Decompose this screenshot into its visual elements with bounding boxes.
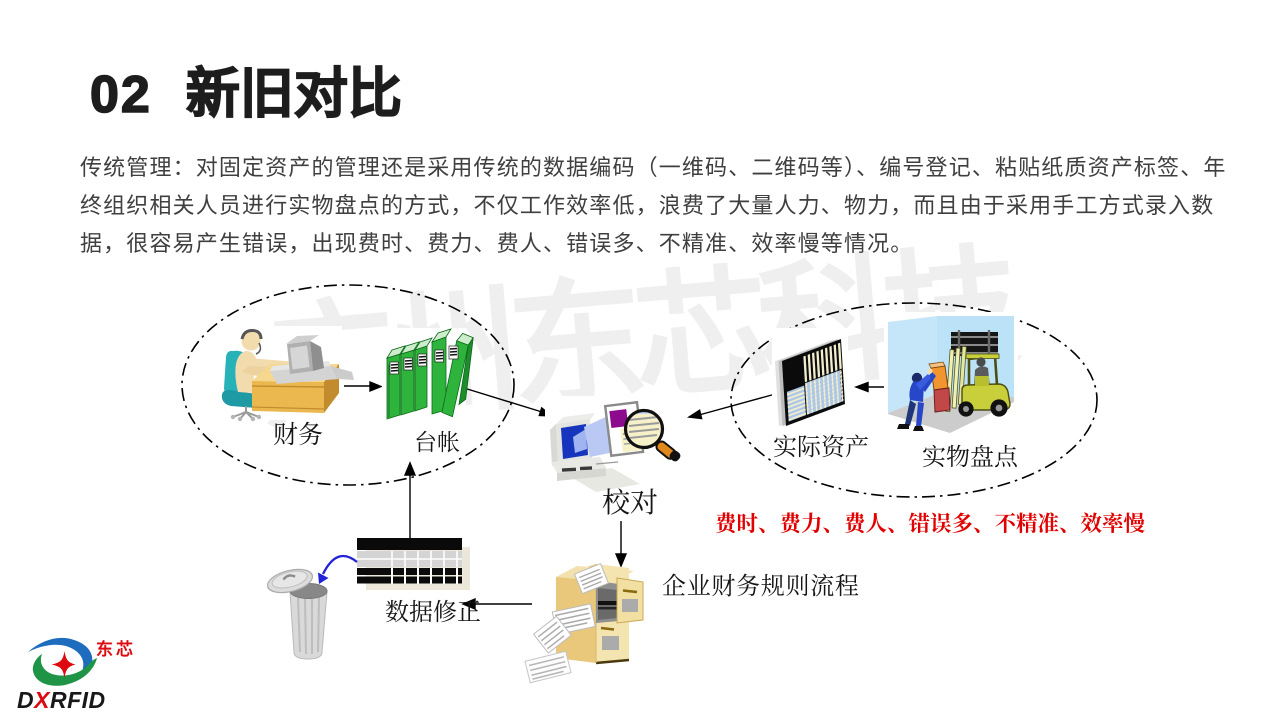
svg-text:DXRFID: DXRFID	[17, 687, 106, 713]
svg-text:东芯: 东芯	[96, 639, 136, 659]
